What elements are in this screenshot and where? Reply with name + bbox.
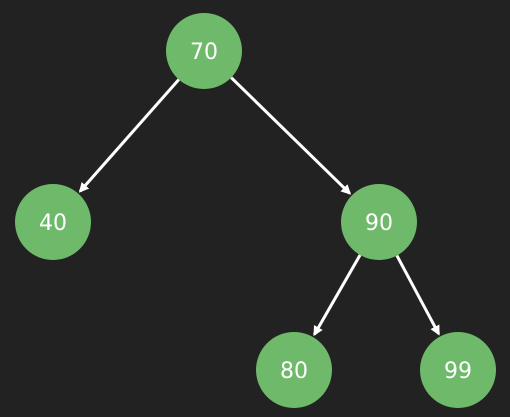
tree-node-40: 40 <box>15 184 91 260</box>
tree-node-80: 80 <box>256 332 332 408</box>
tree-node-90: 90 <box>341 184 417 260</box>
edge-n70-n40-arrow <box>78 78 180 193</box>
node-circle <box>166 13 242 89</box>
node-label: 99 <box>444 359 472 384</box>
node-label: 90 <box>365 211 393 236</box>
node-label: 40 <box>39 211 67 236</box>
tree-node-99: 99 <box>420 332 496 408</box>
node-label: 80 <box>280 359 308 384</box>
edge-n90-n80-arrow <box>313 254 362 337</box>
edges-layer <box>78 76 441 337</box>
nodes-layer: 70 40 90 80 99 <box>15 13 496 408</box>
edge-n70-n90-arrow <box>230 76 352 195</box>
node-circle <box>256 332 332 408</box>
node-circle <box>15 184 91 260</box>
node-circle <box>420 332 496 408</box>
node-circle <box>341 184 417 260</box>
node-label: 70 <box>190 40 218 65</box>
edge-n90-n99-arrow <box>395 254 441 336</box>
tree-node-70: 70 <box>166 13 242 89</box>
